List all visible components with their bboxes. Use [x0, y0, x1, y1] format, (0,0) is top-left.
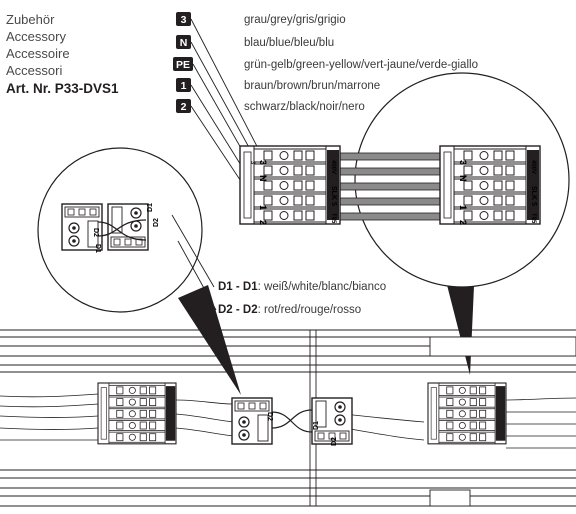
track-terminal-block-left — [97, 382, 177, 445]
wire-chip-n: N — [176, 35, 191, 49]
svg-text:D2: D2 — [331, 437, 338, 446]
connection-legend: D1 - D1: weiß/white/blanc/bianco D2 - D2… — [218, 281, 386, 316]
svg-text:2: 2 — [458, 220, 468, 225]
magnifier-left — [37, 147, 241, 395]
accessory-line-it: Accessori — [6, 63, 62, 78]
svg-text:N: N — [180, 37, 188, 49]
svg-text:1: 1 — [258, 205, 268, 210]
d-wires — [97, 219, 147, 241]
track-d-wires — [271, 409, 313, 433]
svg-text:3: 3 — [458, 160, 468, 165]
track-wires — [0, 393, 576, 449]
svg-text:400V: 400V — [330, 160, 336, 174]
d-leader-lines — [171, 214, 217, 311]
connection-d2: D2 - D2: rot/red/rouge/rosso — [218, 304, 361, 316]
magnified-d-connection: D2 D1 D1 D2 — [61, 203, 217, 311]
svg-text:2: 2 — [258, 220, 268, 225]
svg-text:D1: D1 — [313, 421, 320, 430]
svg-text:3: 3 — [249, 161, 255, 165]
accessory-text: Zubehör Accessory Accessoire Accessori A… — [6, 12, 119, 96]
svg-text:3: 3 — [258, 160, 268, 165]
accessory-line-de: Zubehör — [6, 12, 55, 27]
svg-text:N: N — [258, 175, 268, 182]
connection-d1: D1 - D1: weiß/white/blanc/bianco — [218, 281, 386, 293]
svg-text:1: 1 — [458, 205, 468, 210]
accessory-line-en: Accessory — [6, 29, 66, 44]
svg-text:D2: D2 — [92, 228, 99, 237]
wire-chip-2: 2 — [176, 99, 191, 113]
track-terminal-block-right — [427, 382, 507, 445]
svg-text:N: N — [458, 175, 468, 182]
wire-legend: 3 N PE 1 2 grau/grey/gris/grigio blau/bl… — [173, 12, 478, 214]
wire-chip-3: 3 — [176, 12, 191, 26]
svg-text:D2: D2 — [153, 218, 160, 227]
svg-text:1: 1 — [181, 80, 187, 92]
svg-text:T85: T85 — [530, 213, 536, 224]
svg-text:SLK 5: SLK 5 — [330, 186, 337, 206]
svg-text:T85: T85 — [330, 213, 336, 224]
terminal-block-right — [439, 145, 541, 225]
wire-label-pe: grün-gelb/green-yellow/vert-jaune/verde-… — [244, 59, 478, 71]
wire-chip-1: 1 — [176, 78, 191, 92]
wire-label-2: schwarz/black/noir/nero — [244, 101, 365, 113]
svg-text:2: 2 — [181, 101, 187, 113]
magnified-connection: 3 3 N 1 2 SLK 5 400V T85 3 N 1 2 SLK 5 4… — [239, 145, 541, 225]
track-d-block-left — [231, 397, 273, 445]
wire-label-1: braun/brown/brun/marrone — [244, 80, 380, 92]
wire-label-3: grau/grey/gris/grigio — [244, 14, 346, 26]
wire-chip-pe: PE — [173, 57, 193, 71]
article-number: Art. Nr. P33-DVS1 — [6, 81, 119, 96]
track-connectors: D2 D1 D2 — [97, 382, 507, 446]
svg-text:D2: D2 — [266, 412, 273, 421]
svg-text:400V: 400V — [530, 160, 536, 174]
svg-text:D1: D1 — [147, 203, 154, 212]
terminal-labels: 3 N 1 2 SLK 5 400V T85 3 N 1 2 SLK 5 400… — [258, 160, 537, 225]
track-profile — [0, 329, 576, 507]
wire-label-n: blau/blue/bleu/blu — [244, 37, 334, 49]
terminal-block-left: 3 — [239, 145, 341, 225]
svg-text:PE: PE — [176, 59, 190, 71]
svg-text:SLK 5: SLK 5 — [530, 186, 537, 206]
svg-text:D1: D1 — [94, 244, 101, 253]
accessory-line-fr: Accessoire — [6, 46, 70, 61]
svg-text:3: 3 — [181, 14, 187, 26]
